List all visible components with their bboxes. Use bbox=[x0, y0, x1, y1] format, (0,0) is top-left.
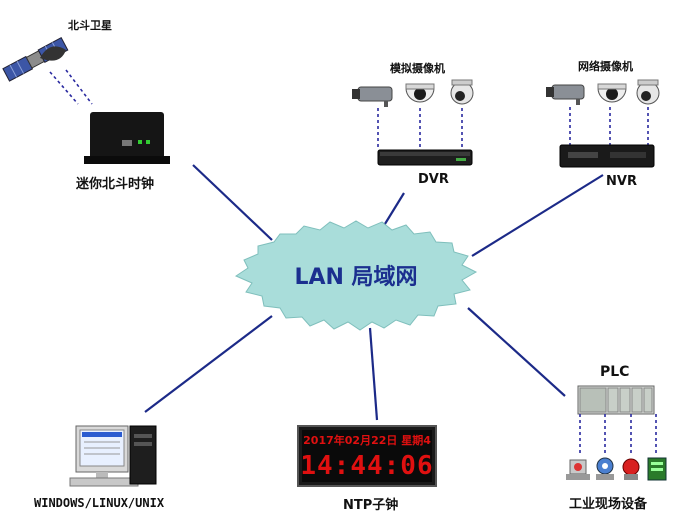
led-clock-date: 2017年02月22日 星期4 bbox=[303, 433, 431, 447]
led-clock-time: 14:44:06 bbox=[300, 451, 433, 481]
mini-clock-label: 迷你北斗时钟 bbox=[76, 177, 155, 192]
link-computer bbox=[144, 315, 273, 413]
satellite-label: 北斗卫星 bbox=[68, 19, 112, 32]
satellite-signal bbox=[49, 69, 93, 105]
flow-meter-icon bbox=[596, 457, 614, 480]
time-server-box-icon bbox=[84, 112, 170, 164]
dome-camera-icon bbox=[450, 79, 474, 105]
industrial-devices-icon bbox=[566, 457, 667, 481]
link-nvr bbox=[471, 174, 604, 257]
dvr-recorder-icon bbox=[377, 149, 473, 166]
dvr-label: DVR bbox=[418, 172, 449, 187]
led-clock-icon: 2017年02月22日 星期4 14:44:06 bbox=[297, 425, 437, 487]
link-plc bbox=[467, 307, 566, 397]
lan-hub-label: LAN 局域网 bbox=[294, 264, 417, 290]
network-camera-group bbox=[546, 79, 660, 145]
bullet-camera-icon bbox=[546, 84, 585, 105]
link-ntp-clock bbox=[368, 327, 379, 421]
lan-cloud-shape bbox=[234, 220, 478, 331]
lan-hub: LAN 局域网 bbox=[234, 220, 478, 331]
plc-rack-icon bbox=[577, 385, 655, 415]
link-mini-clock bbox=[192, 164, 273, 241]
plc-field-links bbox=[579, 414, 657, 456]
desktop-computer-icon bbox=[69, 425, 157, 487]
analog-camera-group bbox=[352, 79, 474, 150]
lan-links bbox=[144, 164, 604, 421]
ntp-clock-label: NTP子钟 bbox=[343, 498, 399, 513]
sensor-icon bbox=[566, 459, 590, 480]
nvr-label: NVR bbox=[606, 174, 637, 189]
satellite-icon bbox=[2, 37, 69, 82]
computer-os-label: WINDOWS/LINUX/UNIX bbox=[34, 496, 165, 510]
dome-camera-icon bbox=[597, 83, 627, 103]
network-cameras-label: 网络摄像机 bbox=[578, 60, 633, 73]
controller-module-icon bbox=[647, 457, 667, 481]
industrial-devices-label: 工业现场设备 bbox=[569, 497, 648, 512]
bullet-camera-icon bbox=[352, 86, 393, 107]
alarm-icon bbox=[622, 458, 640, 480]
dome-camera-icon bbox=[405, 83, 435, 103]
analog-cameras-label: 模拟摄像机 bbox=[390, 62, 445, 75]
nvr-recorder-icon bbox=[559, 144, 655, 168]
plc-label: PLC bbox=[600, 364, 630, 380]
dome-camera-icon bbox=[636, 79, 660, 105]
